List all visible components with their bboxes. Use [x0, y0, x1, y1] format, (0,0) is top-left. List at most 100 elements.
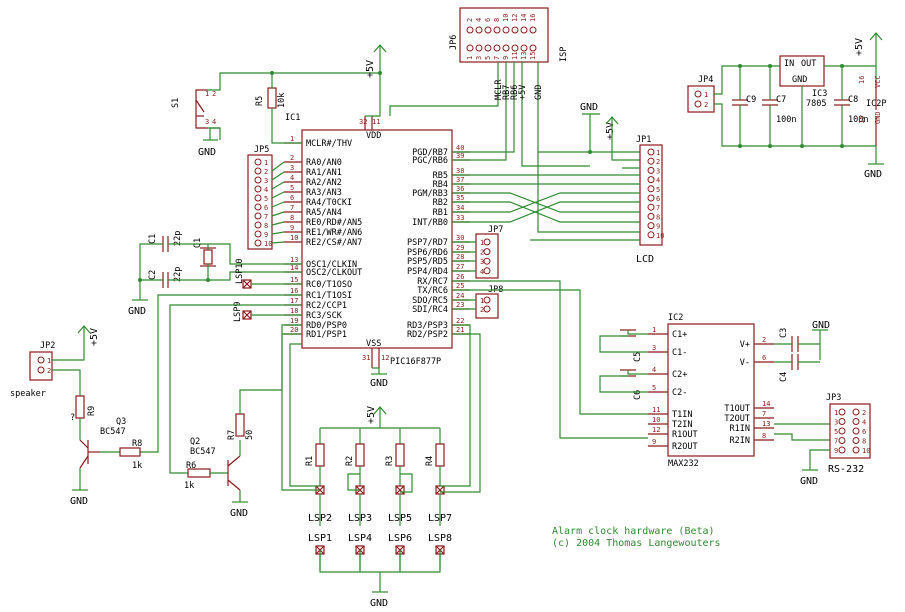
- ic2-left-pin-name: C2+: [672, 370, 687, 380]
- c6-label: C6: [633, 390, 643, 400]
- ic2-right-pin-num: 8: [762, 432, 766, 440]
- ic1-right-pin-num: 21: [456, 326, 464, 334]
- jp6-pin-num-top: 10: [502, 14, 510, 22]
- gnd-lsp: GND: [370, 591, 388, 609]
- ic1-left-pin-name: RA3/AN3: [306, 188, 342, 198]
- ic1-left-pin-name: RE2/CS#/AN7: [306, 238, 362, 248]
- q2-transistor: Q2 BC547: [190, 437, 241, 491]
- jp6-pin-bottom: [529, 44, 537, 52]
- r5-resistor: R5 10k: [255, 87, 287, 109]
- ic1-left-pin-num: 4: [290, 174, 294, 182]
- c7-label: C7: [776, 95, 786, 105]
- jp1-pin-num: 3: [656, 167, 660, 175]
- ic2-right-pin-num: 13: [762, 420, 770, 428]
- ic2-left-pin-name: T2IN: [672, 420, 692, 430]
- lsp-label-top: LSP5: [388, 513, 412, 524]
- ic2-left-pin-name: C2-: [672, 388, 687, 398]
- rbank-wires: [281, 324, 481, 592]
- jp3-pin-num-right: 10: [862, 447, 870, 455]
- jp7-pin: [483, 267, 491, 275]
- jp1-pin-num: 10: [656, 232, 664, 240]
- gnd-q3-label: GND: [70, 496, 88, 507]
- c8-value: 100n: [848, 115, 868, 125]
- lsp-label-top: LSP7: [428, 513, 452, 524]
- jp7-pin: [483, 248, 491, 256]
- jp3-pin-num-left: 9: [834, 447, 838, 455]
- jp2-speaker: JP2 1 2 speaker: [10, 341, 55, 399]
- jp7-pin-num: 3: [480, 258, 484, 266]
- jp5-wire: [271, 201, 285, 208]
- jp5-pin: [254, 212, 262, 220]
- ic1-right-pin-num: 24: [456, 292, 464, 300]
- jp5-wire: [271, 231, 285, 235]
- ic1-vdd-label: VDD: [366, 131, 381, 141]
- c8-label: C8: [848, 95, 858, 105]
- ic1-left-pin-name: RA1/AN1: [306, 168, 342, 178]
- jp7-pin: [483, 257, 491, 265]
- plus5v-spk-label: +5V: [89, 328, 100, 346]
- ic1-left-pin-name: OSC2/CLKOUT: [306, 268, 362, 278]
- jp1-pin: [647, 185, 655, 193]
- jp6-pin-num-bottom: 13: [520, 52, 528, 60]
- jp6-pin-num-top: 8: [493, 18, 501, 22]
- ic1-left-pin-name: RE0/RD#/AN5: [306, 218, 362, 228]
- jp1-label: JP1: [636, 135, 651, 145]
- jp5-wires: [271, 161, 285, 244]
- ic2p-label: IC2P: [866, 99, 886, 109]
- jp5-pin: [254, 158, 262, 166]
- ic1-left-pin-num: 3: [290, 164, 294, 172]
- jp2-label: JP2: [40, 341, 55, 351]
- jp5-pin: [254, 239, 262, 247]
- jp6-pin-num-top: 12: [511, 14, 519, 22]
- lsp9-label: LSP9: [233, 302, 243, 322]
- ic3-gnd: GND: [792, 75, 807, 85]
- ic1-left-pin-num: 19: [290, 317, 298, 325]
- jp6-pin-num-top: 14: [520, 14, 528, 22]
- jp5-pin-num: 10: [264, 240, 272, 248]
- ic1-left-pin-name: RA0/AN0: [306, 158, 342, 168]
- jp1-pin-num: 6: [656, 195, 660, 203]
- rbank-label: R1: [305, 456, 315, 466]
- ic1-right-pin-num: 23: [456, 301, 464, 309]
- jp1-pin: [647, 203, 655, 211]
- ic1-left-pin-num: 7: [290, 204, 294, 212]
- ic2p-gnd: GND: [874, 111, 882, 124]
- q2-value: BC547: [190, 447, 216, 457]
- ic2-left-pin-num: 12: [652, 426, 660, 434]
- r8-label: R8: [132, 439, 142, 449]
- jp7-label: JP7: [488, 225, 503, 235]
- jp1-pin: [647, 212, 655, 220]
- jp3-pin-left: [838, 427, 846, 435]
- r9-resistor: R9 ?: [70, 395, 97, 423]
- ic1-right-pin-name: PSP6/RD6: [407, 248, 448, 258]
- ic1-left-pin-num: 13: [290, 256, 298, 264]
- s1-label: S1: [171, 98, 181, 108]
- ic1-right-pin-num: 30: [456, 234, 464, 242]
- ic1-right-pin-name: RB5: [433, 171, 448, 181]
- ic2p-pin-16: 16: [858, 76, 866, 84]
- ic1-right-pin-name: PSP5/RD5: [407, 257, 448, 267]
- jp1-pin: [647, 148, 655, 156]
- jp3-pin-left: [838, 408, 846, 416]
- ic2-power-pins: 16 VCC 15 GND IC2P: [858, 75, 886, 146]
- jp6-pin-top: [484, 26, 492, 34]
- jp8-pins: 12: [480, 296, 491, 314]
- q3-label: Q3: [116, 417, 126, 427]
- jp7-jp8-wires: [452, 239, 648, 439]
- plus5v-top: +5V: [365, 44, 387, 117]
- ic1-right-pin-name: RB4: [433, 180, 448, 190]
- r5-value: 10k: [277, 93, 287, 108]
- ic1-left-pin-name: RA5/AN4: [306, 208, 342, 218]
- ic1-part: PIC16F877P: [390, 357, 441, 367]
- r9-value: ?: [70, 413, 75, 423]
- ic1-pin-31: 31: [362, 354, 370, 362]
- jp6-pin-num-bottom: 15: [529, 52, 537, 60]
- jp6-sig-gnd: GND: [534, 85, 544, 100]
